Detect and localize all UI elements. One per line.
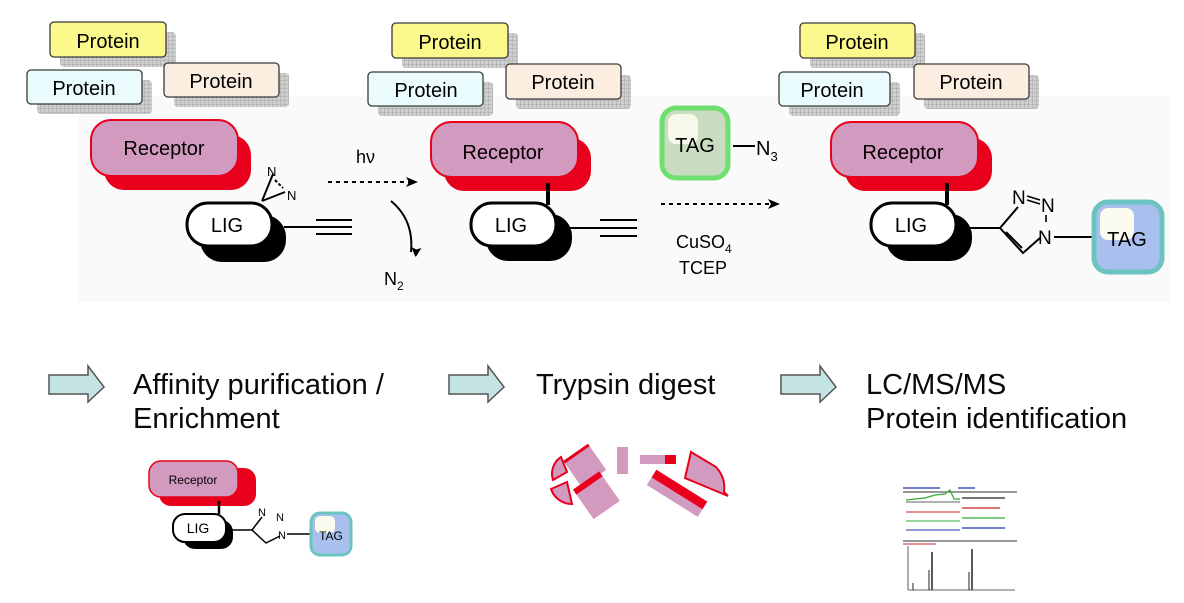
ligand: LIG: [469, 201, 572, 261]
peptide-fragment: [640, 455, 667, 464]
receptor-label: Receptor: [462, 142, 543, 164]
triazole-n2: N: [276, 512, 284, 524]
photolysis-arrow: hν N2: [328, 147, 416, 293]
step-line-2: Protein identification: [866, 403, 1128, 435]
step-line-1: LC/MS/MS: [866, 369, 1007, 401]
protein-label: Protein: [189, 71, 252, 93]
step-line-2: Enrichment: [133, 403, 280, 435]
protein-box-peach: Protein: [163, 62, 289, 107]
workflow-arrow-2: [448, 363, 506, 404]
triazole-n1: N: [1012, 188, 1026, 209]
protein-box-peach: Protein: [505, 63, 631, 109]
step-line-1: Trypsin digest: [536, 369, 716, 401]
hv-label: hν: [356, 147, 375, 167]
protein-label: Protein: [394, 80, 457, 102]
tag-blue: TAG: [1091, 199, 1165, 275]
receptor: Receptor: [90, 119, 251, 190]
protein-box-cyan: Protein: [778, 71, 900, 116]
triazole-n3: N: [278, 530, 286, 542]
triazole-n1: N: [258, 507, 266, 519]
step-affinity-purification: Affinity purification / Enrichment: [133, 368, 384, 436]
stage-2: Protein Protein Protein Receptor LIG: [367, 22, 637, 261]
protein-label: Protein: [76, 31, 139, 53]
receptor-label: Receptor: [169, 473, 218, 487]
tag-label: TAG: [319, 529, 343, 543]
receptor-label: Receptor: [123, 138, 204, 160]
n2-byproduct: N2: [384, 269, 404, 293]
ligand: LIG: [185, 201, 286, 262]
ligand: LIG: [869, 201, 972, 261]
diazirine-n-top: N: [267, 164, 276, 179]
protein-label: Protein: [825, 32, 888, 54]
triazole-n2: N: [1041, 196, 1055, 217]
workflow-arrow-1: [48, 363, 106, 404]
step-trypsin-digest: Trypsin digest: [536, 368, 715, 402]
step-line-1: Affinity purification /: [133, 369, 384, 401]
enrichment-thumbnail: Receptor LIG N N N TAG: [148, 460, 353, 557]
protein-box-peach: Protein: [913, 63, 1039, 109]
ligand-label: LIG: [495, 215, 527, 237]
peptide-fragment: [683, 450, 729, 497]
scheme-background: [78, 96, 1170, 302]
peptide-fragment: [549, 480, 574, 506]
tag-label: TAG: [675, 135, 715, 157]
catalyst-label: CuSO4: [676, 232, 732, 256]
ligand-label: LIG: [187, 520, 210, 536]
peptide-fragments: [549, 443, 729, 520]
ligand-label: LIG: [895, 215, 927, 237]
stage-1: Protein Protein Protein Receptor LIG N: [26, 21, 352, 262]
ligand-label: LIG: [211, 215, 243, 237]
protein-box-yellow: Protein: [391, 22, 518, 68]
protein-label: Protein: [52, 78, 115, 100]
peptide-fragment: [617, 447, 628, 474]
protein-box-cyan: Protein: [26, 69, 152, 114]
protein-label: Protein: [418, 32, 481, 54]
protein-box-yellow: Protein: [799, 22, 925, 68]
peptide-fragment: [550, 455, 569, 482]
protein-label: Protein: [800, 80, 863, 102]
azide-label: N3: [756, 138, 778, 164]
stage-3: Protein Protein Protein Receptor LIG N: [778, 22, 1165, 275]
protein-label: Protein: [531, 72, 594, 94]
protein-box-yellow: Protein: [49, 21, 176, 67]
tag-azide-reagent: TAG N3: [659, 105, 778, 181]
peptide-fragment: [665, 455, 676, 464]
reductant-label: TCEP: [679, 258, 727, 278]
workflow-arrow-3: [780, 363, 838, 404]
receptor: Receptor: [830, 121, 992, 191]
step-lcmsms: LC/MS/MS Protein identification: [866, 368, 1127, 436]
protein-box-cyan: Protein: [367, 71, 493, 116]
triazole-ring: N N N: [968, 188, 1092, 255]
alkyne-group: [568, 219, 637, 237]
triazole-n3: N: [1038, 228, 1052, 249]
peptide-fragment: [572, 471, 620, 520]
ms-spectrum-thumbnail: [902, 482, 1017, 598]
alkyne-group: [284, 219, 352, 235]
click-reaction-arrow: TAG N3 CuSO4 TCEP: [659, 105, 780, 278]
receptor: Receptor: [430, 121, 591, 191]
receptor-label: Receptor: [862, 142, 943, 164]
diazirine-n-bottom: N: [287, 188, 296, 203]
tag-label: TAG: [1107, 229, 1147, 251]
diazirine-group: N N: [261, 164, 296, 203]
protein-label: Protein: [939, 72, 1002, 94]
peptide-fragment: [646, 469, 708, 517]
